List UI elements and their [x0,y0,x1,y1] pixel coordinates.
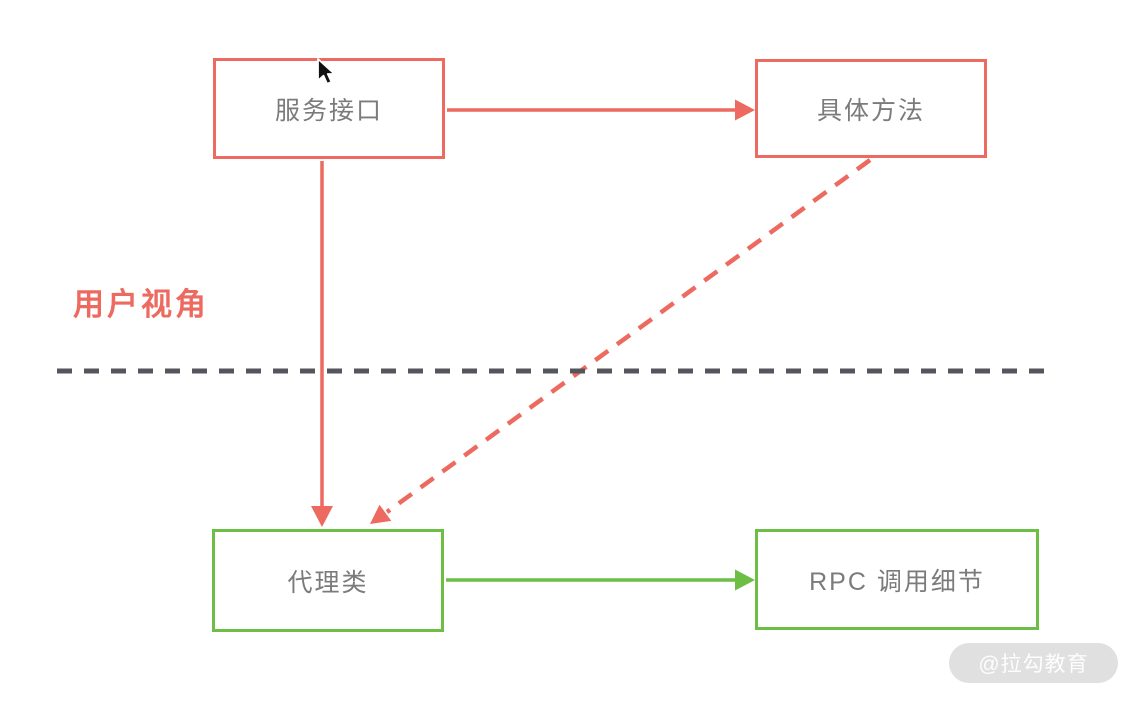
box-service-interface-label: 服务接口 [274,96,383,125]
arrow-service-to-method [447,99,755,121]
box-proxy-class-label: 代理类 [287,568,369,597]
arrow-method-to-proxy-dashed [370,158,872,524]
user-view-label: 用户视角 [73,287,209,322]
watermark-text: @拉勾教育 [978,653,1089,676]
box-concrete-method: 具体方法 [755,59,987,158]
box-proxy-class: 代理类 [212,529,444,632]
arrow-service-to-proxy [311,161,333,527]
watermark-badge: @拉勾教育 [949,643,1118,683]
arrow-proxy-to-rpc [446,569,755,591]
box-service-interface: 服务接口 [213,58,445,159]
box-rpc-detail-label: RPC 调用细节 [809,567,985,596]
box-concrete-method-label: 具体方法 [816,96,925,125]
box-rpc-detail: RPC 调用细节 [755,529,1039,630]
